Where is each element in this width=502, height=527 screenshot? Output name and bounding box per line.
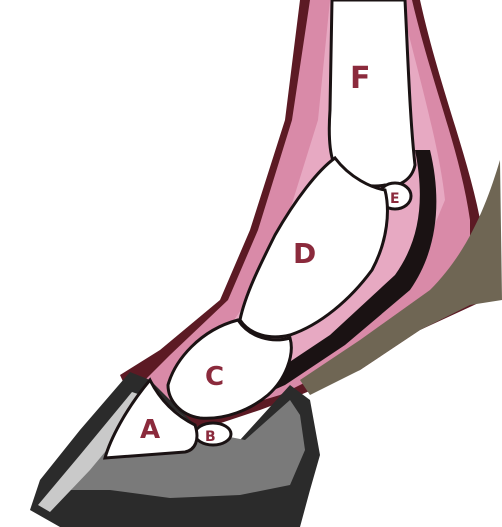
label-C: C [205, 362, 224, 392]
label-F: F [350, 61, 371, 96]
label-A: A [140, 415, 160, 445]
bone-F [329, 0, 415, 186]
label-B: B [205, 429, 216, 445]
label-D: D [293, 237, 316, 270]
label-E: E [390, 191, 400, 207]
